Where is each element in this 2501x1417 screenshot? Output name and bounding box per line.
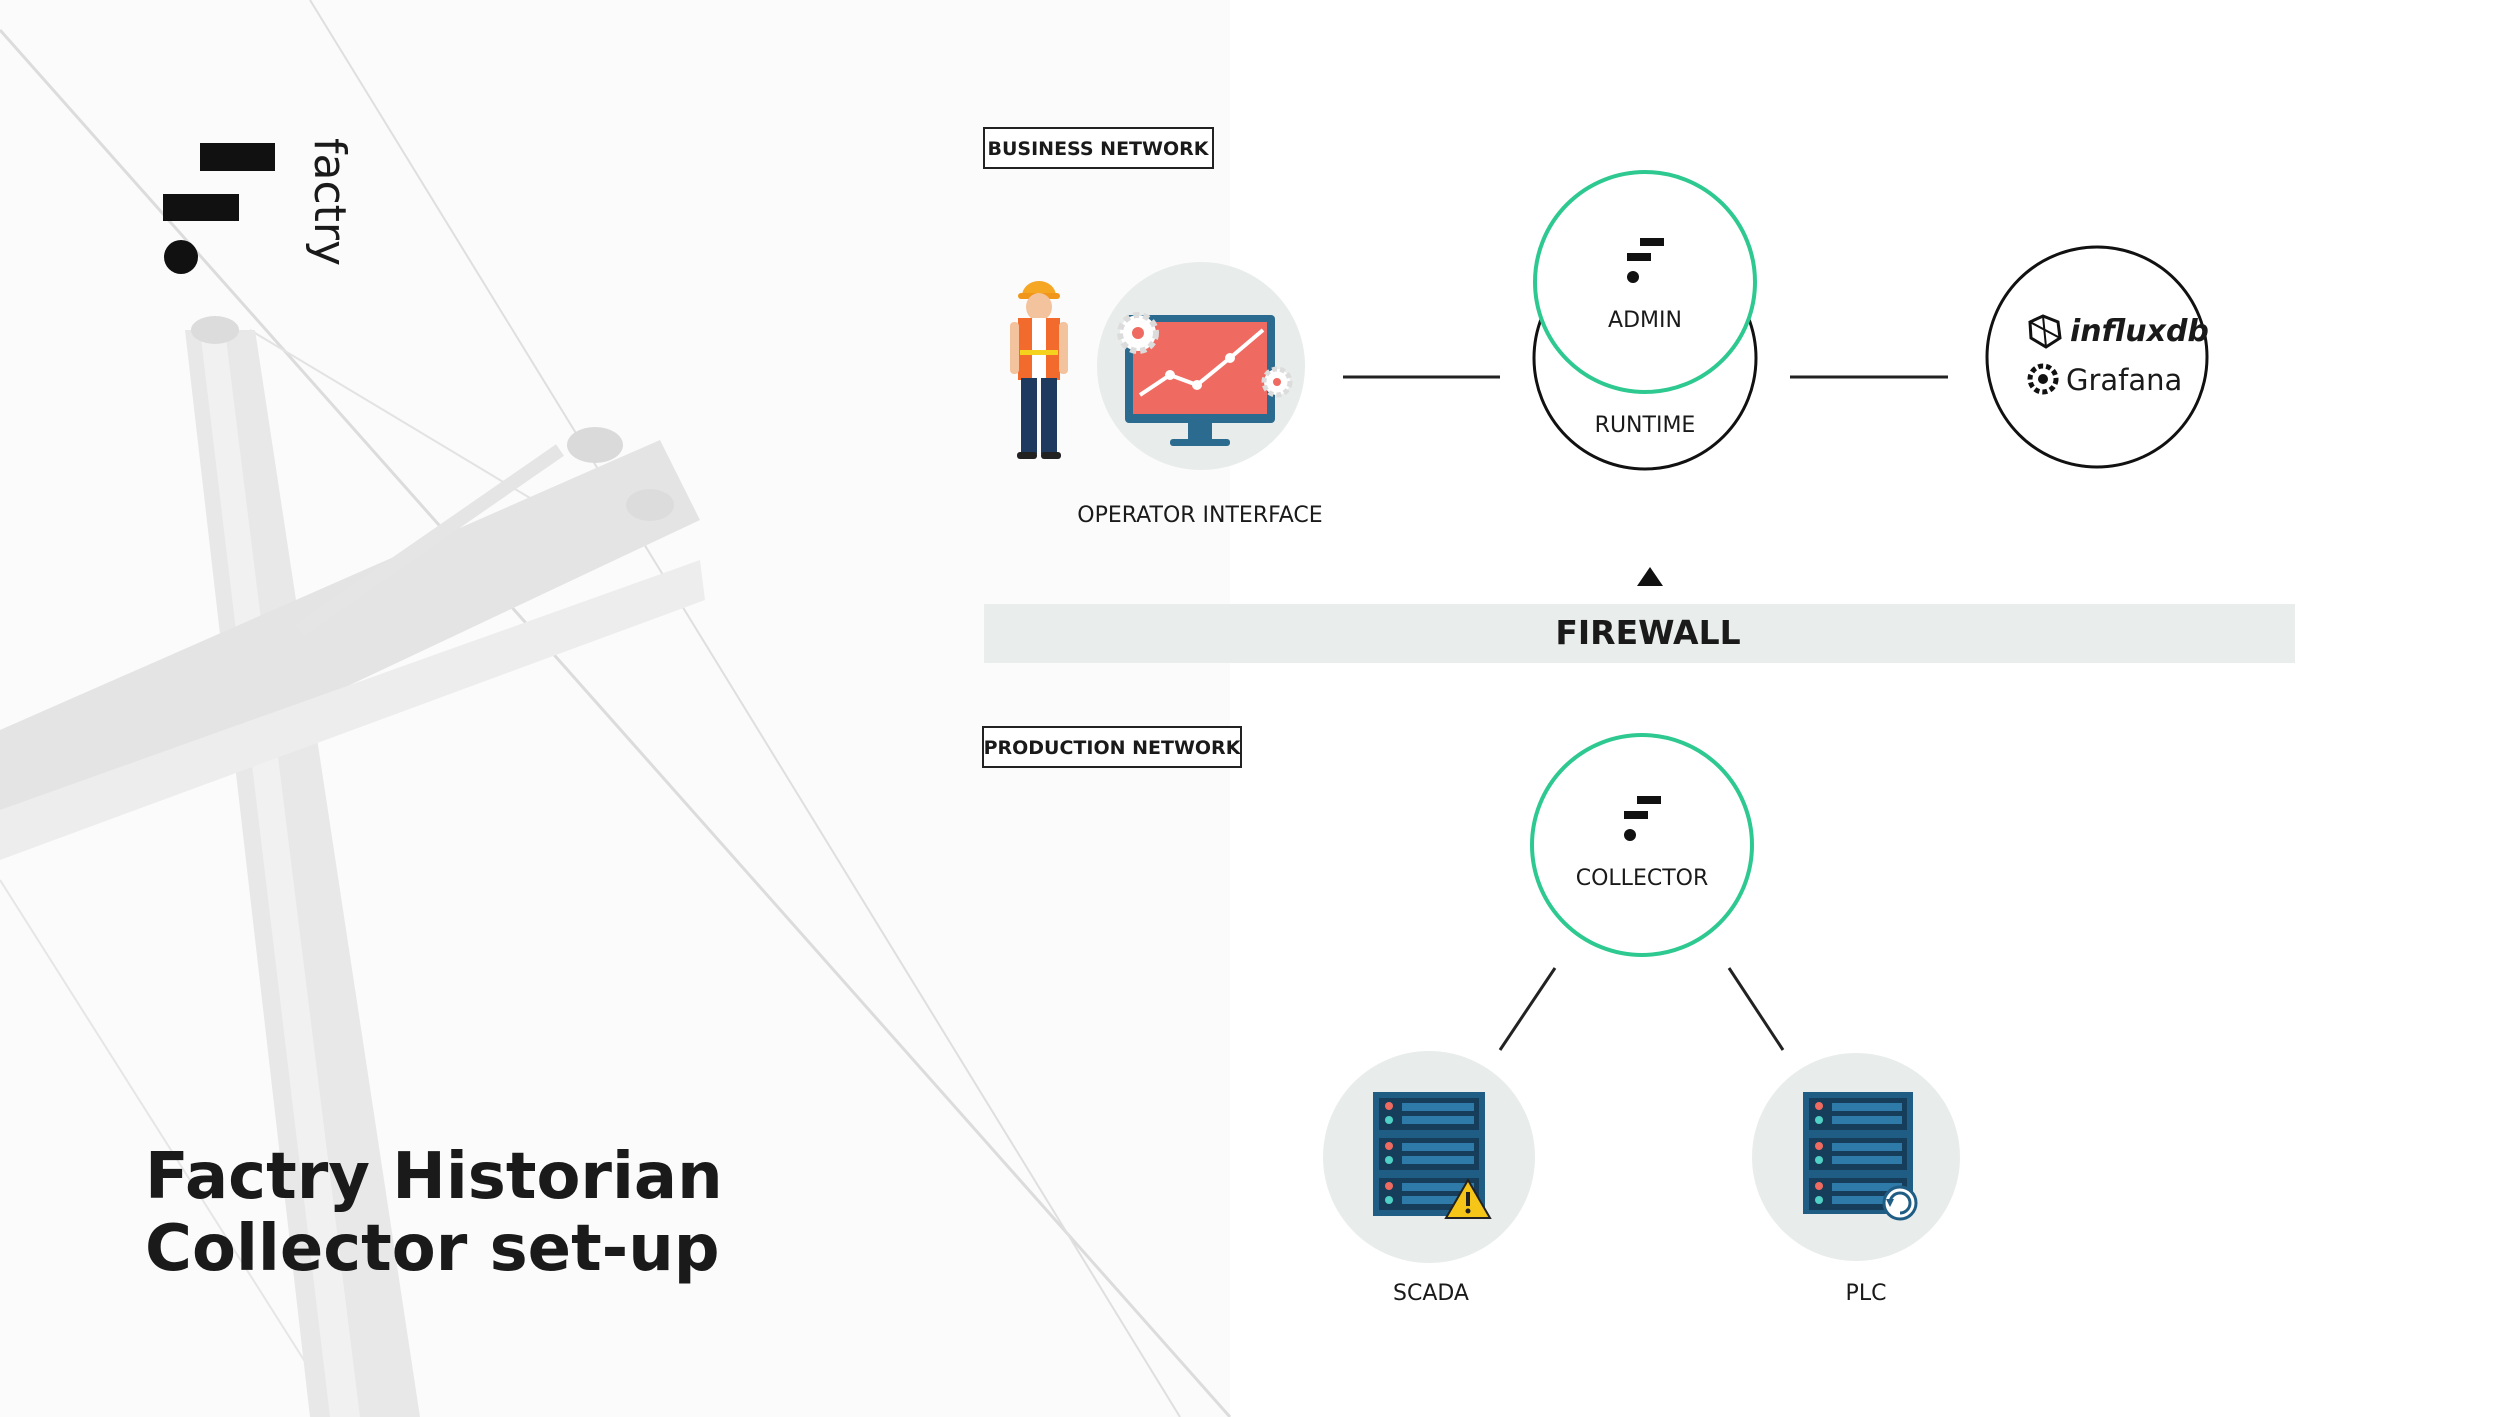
- factry-mark-icon: [1627, 238, 1664, 283]
- arrow-up-icon: [1637, 567, 1663, 586]
- admin-label: ADMIN: [1608, 308, 1682, 333]
- scada-server-icon: [1323, 1051, 1535, 1263]
- title-line-2: Collector set-up: [145, 1212, 720, 1286]
- business-network-box: [983, 127, 1214, 169]
- operator-interface-icon: [1097, 262, 1305, 470]
- operator-interface-label: OPERATOR INTERFACE: [1077, 503, 1322, 528]
- storage-visualization-node: influxdb Grafana: [1985, 245, 2209, 469]
- background-pole-image: [0, 0, 1232, 1417]
- logo-bar-middle: [163, 194, 239, 221]
- collector-node: COLLECTOR: [1530, 733, 1754, 957]
- logo-dot: [164, 240, 198, 274]
- collector-label: COLLECTOR: [1576, 866, 1709, 891]
- production-network-box: [982, 726, 1242, 768]
- influxdb-icon: [2028, 314, 2062, 349]
- collector-circle: [1530, 733, 1754, 957]
- firewall-label: FIREWALL: [1555, 613, 1740, 652]
- factry-logo: factry: [163, 138, 355, 274]
- admin-node: ADMIN: [1533, 170, 1757, 394]
- refresh-icon: [1882, 1185, 1918, 1221]
- influxdb-label: influxdb: [2070, 314, 2209, 349]
- logo-wordmark: factry: [304, 138, 355, 266]
- connector-collector-scada: [1498, 967, 1557, 1051]
- plc-label: PLC: [1846, 1281, 1887, 1306]
- scada-label: SCADA: [1393, 1281, 1469, 1306]
- title-line-1: Factry Historian: [145, 1140, 723, 1214]
- business-network-label: BUSINESS NETWORK: [983, 127, 1214, 169]
- firewall-band: [984, 604, 2295, 663]
- business-network-text: BUSINESS NETWORK: [988, 138, 1210, 160]
- admin-circle: [1533, 170, 1757, 394]
- connector-collector-plc: [1727, 967, 1785, 1051]
- production-network-text: PRODUCTION NETWORK: [984, 737, 1242, 759]
- operator-worker-icon: [1010, 281, 1068, 459]
- grafana-icon: [2027, 363, 2059, 395]
- storage-circle: [1985, 245, 2209, 469]
- logo-bar-top: [200, 143, 275, 171]
- production-network-label: PRODUCTION NETWORK: [982, 726, 1242, 768]
- runtime-label: RUNTIME: [1595, 413, 1696, 438]
- warning-icon: [1444, 1178, 1492, 1219]
- grafana-label: Grafana: [2066, 363, 2182, 397]
- plc-server-icon: [1752, 1053, 1960, 1261]
- factry-mark-icon: [1624, 796, 1661, 841]
